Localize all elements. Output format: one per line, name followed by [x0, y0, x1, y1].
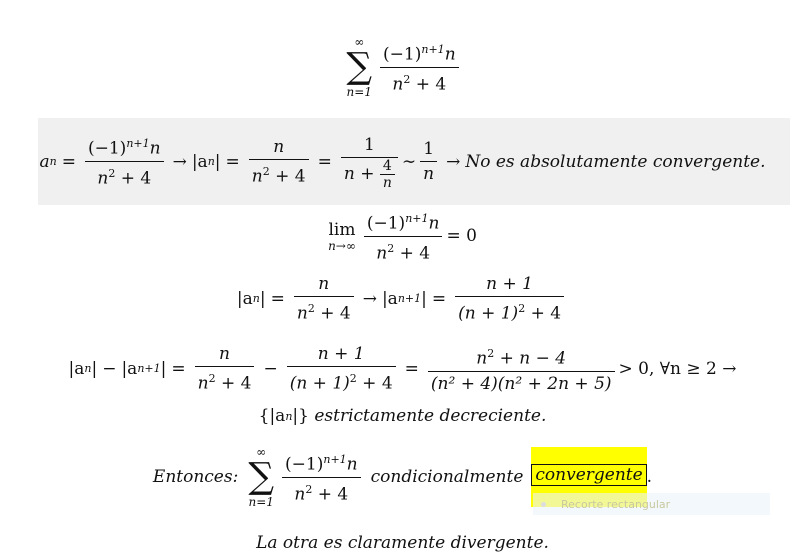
snip-tooltip: Recorte rectangular	[533, 493, 770, 515]
not-absolutely-convergent-text: No es absolutamente convergente.	[465, 151, 766, 172]
sum-lower: n=1	[346, 85, 372, 99]
summation: ∞ ∑ n=1	[346, 35, 372, 99]
sum-upper: ∞	[354, 35, 365, 49]
series-equation: ∞ ∑ n=1 (−1)n+1n n2 + 4	[0, 35, 805, 99]
series-fraction: (−1)n+1n n2 + 4	[380, 38, 459, 96]
bullet-icon	[541, 501, 546, 507]
footer-text: La otra es claramente divergente.	[256, 533, 549, 553]
sigma-symbol: ∑	[346, 46, 373, 87]
